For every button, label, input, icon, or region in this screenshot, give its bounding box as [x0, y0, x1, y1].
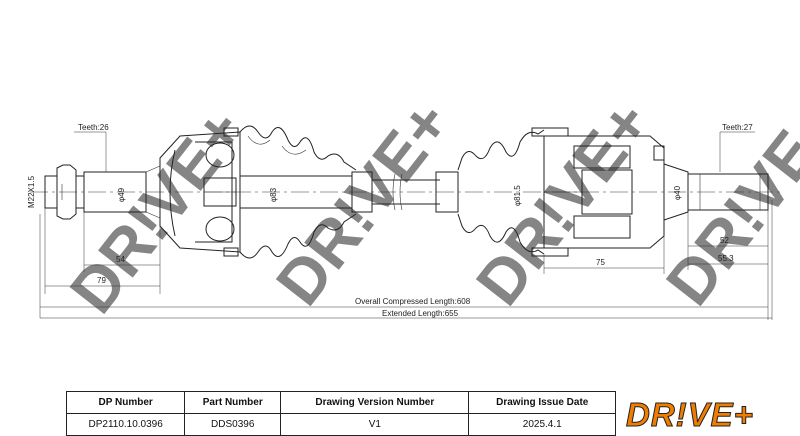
version-value: V1 [280, 413, 470, 436]
part-number-header: Part Number [184, 391, 282, 414]
issue-date-header: Drawing Issue Date [468, 391, 616, 414]
part-number-value: DDS0396 [184, 413, 282, 436]
title-value-row: DP2110.10.0396 DDS0396 V1 2025.4.1 [65, 413, 616, 436]
len-55-3-label: 55.3 [718, 254, 734, 263]
issue-date-value: 2025.4.1 [468, 413, 616, 436]
left-stub [44, 164, 161, 220]
watermark-text: DR!VE+ [462, 88, 664, 319]
dia-40-label: φ40 [673, 185, 682, 200]
logo-text: DR!VE+ [626, 396, 754, 433]
dp-number-header: DP Number [65, 391, 186, 414]
teeth-left-label: Teeth:26 [78, 123, 109, 132]
dimension-lines [39, 131, 773, 320]
title-block: DP Number Part Number Drawing Version Nu… [65, 391, 800, 436]
dia-81-5-label: φ81.5 [513, 185, 522, 206]
watermark-text: DR!VE+ [262, 88, 464, 319]
len-52-label: 52 [720, 236, 729, 245]
right-stub [663, 163, 769, 221]
dp-number-value: DP2110.10.0396 [65, 413, 186, 436]
len-79-label: 79 [97, 276, 106, 285]
version-header: Drawing Version Number [280, 391, 470, 414]
len-75-label: 75 [596, 258, 605, 267]
len-54-label: 54 [116, 255, 125, 264]
drive-logo: DR!VE+ [626, 396, 754, 434]
dia-83-label: φ83 [269, 187, 278, 202]
shaft [239, 171, 459, 213]
title-header-row: DP Number Part Number Drawing Version Nu… [65, 391, 616, 414]
teeth-right-label: Teeth:27 [722, 123, 753, 132]
title-table: DP Number Part Number Drawing Version Nu… [65, 391, 616, 436]
overall-compressed-label: Overall Compressed Length:608 [355, 297, 471, 306]
drive-shaft-drawing: DR!VE+ DR!VE+ DR!VE+ DR!VE+ [27, 88, 800, 327]
dia-49-label: φ49 [117, 187, 126, 202]
dimension-labels: Teeth:26 Teeth:27 M22X1.5 φ49 φ83 φ81.5 … [27, 123, 753, 318]
left-boot [239, 125, 357, 259]
extended-label: Extended Length:655 [382, 309, 459, 318]
thread-label: M22X1.5 [27, 175, 36, 208]
